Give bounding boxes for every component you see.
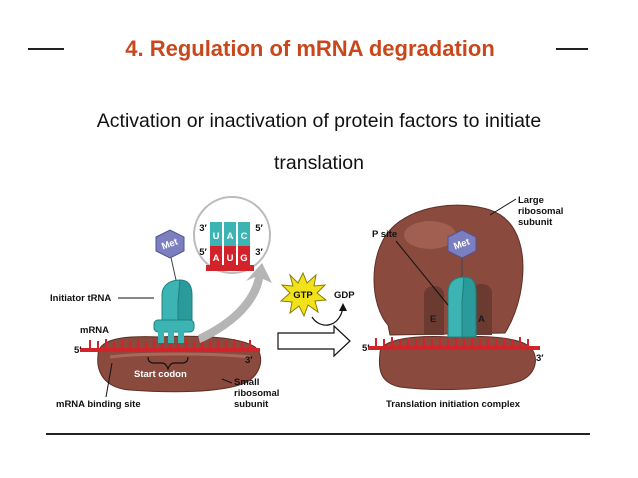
a-site-label: A <box>478 314 485 325</box>
small-subunit-label-3: subunit <box>234 399 269 410</box>
anticodon-a: A <box>227 231 234 242</box>
zoom-arrow <box>198 263 272 343</box>
mrna-label: mRNA <box>80 325 109 336</box>
small-subunit-label-1: Small <box>234 377 259 388</box>
initiator-trna-left <box>153 279 195 343</box>
met-hexagon-left <box>155 229 185 259</box>
mrna-3prime-right: 3′ <box>536 353 544 364</box>
gdp-arrowhead <box>339 303 347 311</box>
slide-title: 4. Regulation of mRNA degradation <box>125 36 495 61</box>
small-subunit-pointer <box>221 378 233 384</box>
process-arrow <box>277 324 351 358</box>
anticodon-5prime: 5′ <box>255 223 263 234</box>
codon-5prime: 5′ <box>199 247 207 258</box>
large-subunit-highlight <box>404 221 456 249</box>
mrna-binding-site-pointer <box>105 362 113 398</box>
large-subunit-label-1: Large <box>518 195 544 206</box>
e-site-label: E <box>430 314 436 325</box>
title-row: 4. Regulation of mRNA degradation <box>0 34 638 64</box>
large-subunit-label-2: ribosomal <box>518 206 563 217</box>
subtitle-line-2: translation <box>274 152 364 174</box>
codon-g: G <box>240 253 247 264</box>
anticodon-tiles <box>206 222 254 271</box>
e-site-pocket <box>424 286 444 335</box>
mrna-5prime-left: 5′ <box>74 345 82 356</box>
gtp-label: GTP <box>293 290 313 301</box>
large-subunit-label-3: subunit <box>518 217 553 228</box>
initiator-trna-right <box>447 276 477 338</box>
codon-u: U <box>227 253 234 264</box>
p-site-label: P site <box>372 229 397 240</box>
codon-3prime: 3′ <box>255 247 263 258</box>
initiator-trna-label: Initiator tRNA <box>50 293 111 304</box>
subtitle-line-1: Activation or inactivation of protein fa… <box>96 110 542 132</box>
bottom-rule <box>46 433 590 435</box>
met-hexagon-right <box>447 229 477 259</box>
mrna-bases-right <box>375 337 529 348</box>
small-subunit-label-2: ribosomal <box>234 388 279 399</box>
gtp-gdp-curve <box>311 306 344 326</box>
title-left-rule <box>28 48 64 50</box>
initiation-complex-label: Translation initiation complex <box>386 399 521 410</box>
start-codon-label: Start codon <box>134 369 187 380</box>
codon-a: A <box>213 253 220 264</box>
anticodon-c: C <box>241 231 248 242</box>
p-site-pointer <box>395 240 449 306</box>
anticodon-3prime: 3′ <box>199 223 207 234</box>
translation-initiation-figure: Met U A C A U G 3′ 5′ 5′ 3′ Initiator tR… <box>50 185 572 417</box>
start-codon-brace <box>147 356 189 371</box>
gdp-label: GDP <box>334 290 355 301</box>
gtp-starburst <box>279 271 328 318</box>
mrna-binding-site-label: mRNA binding site <box>56 399 141 410</box>
title-right-rule <box>556 48 588 50</box>
mrna-3prime-left: 3′ <box>245 355 253 366</box>
anticodon-u: U <box>213 231 220 242</box>
large-subunit-pointer <box>489 198 517 216</box>
mrna-5prime-right: 5′ <box>362 343 370 354</box>
small-subunit-highlight <box>109 352 251 359</box>
